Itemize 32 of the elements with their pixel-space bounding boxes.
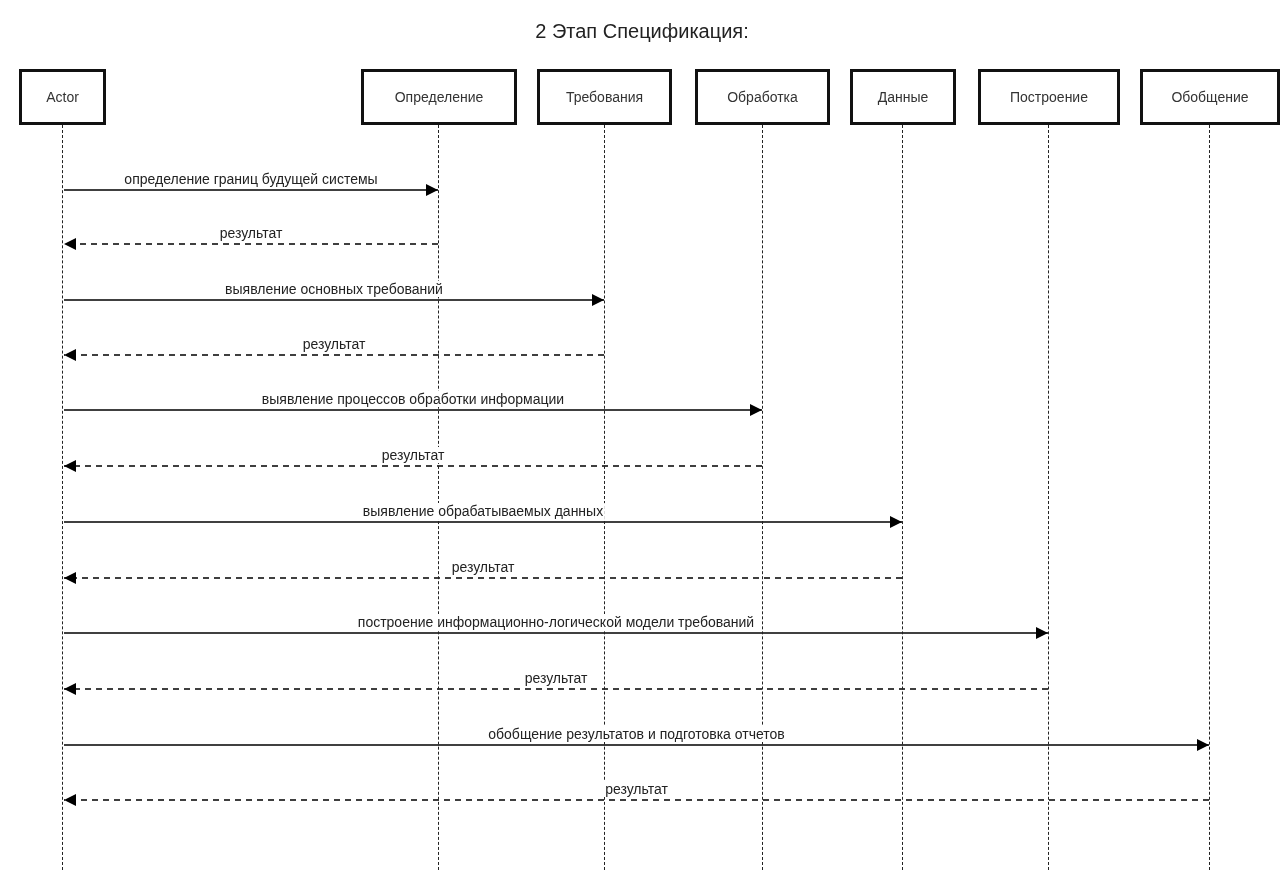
edge-label: определение границ будущей системы [122, 171, 380, 187]
edge-label: выявление обрабатываемых данных [360, 503, 606, 519]
return-message-arrow [63, 572, 903, 584]
diagram-title: 2 Этап Спецификация: [534, 20, 750, 43]
lifeline [1048, 125, 1050, 870]
return-message-arrow [63, 238, 439, 250]
participant-box: Построение [978, 69, 1120, 125]
return-message-arrow [63, 349, 605, 361]
participant-box: Определение [361, 69, 517, 125]
edge-label: выявление процессов обработки информации [259, 391, 567, 407]
lifeline [902, 125, 904, 870]
edge-label: результат [603, 781, 670, 797]
participant-box: Actor [19, 69, 106, 125]
return-message-arrow [63, 794, 1210, 806]
message-arrow [63, 404, 763, 416]
return-message-arrow [63, 460, 763, 472]
participant-box: Обработка [695, 69, 830, 125]
edge-label: выявление основных требований [223, 281, 445, 297]
message-arrow [63, 184, 439, 196]
participant-box: Обобщение [1140, 69, 1280, 125]
edge-label: построение информационно-логической модели требований [355, 614, 757, 630]
lifeline [62, 125, 64, 870]
message-arrow [63, 739, 1210, 751]
edge-label: обобщение результатов и подготовка отчетов [486, 726, 787, 742]
message-arrow [63, 627, 1049, 639]
participant-box: Требования [537, 69, 672, 125]
message-arrow [63, 294, 605, 306]
return-message-arrow [63, 683, 1049, 695]
participant-box: Данные [850, 69, 956, 125]
message-arrow [63, 516, 903, 528]
edge-label: результат [379, 447, 447, 463]
lifeline [1209, 125, 1211, 870]
